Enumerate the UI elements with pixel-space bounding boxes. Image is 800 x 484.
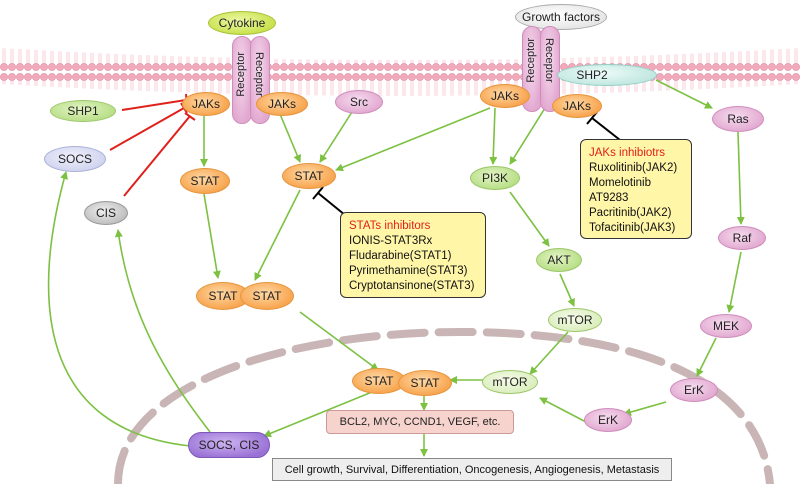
erk-node-upper: ErK bbox=[670, 378, 718, 402]
stat-dimer-b: STAT bbox=[240, 282, 294, 310]
outcomes-box: Cell growth, Survival, Differentiation, … bbox=[272, 458, 672, 481]
growth-factors-ligand: Growth factors bbox=[515, 4, 607, 30]
receptor-label-right: Receptor bbox=[253, 52, 265, 97]
stats-inhibitor-item: Cryptotansinone(STAT3) bbox=[349, 280, 475, 292]
jaks-node-right1: JAKs bbox=[480, 84, 530, 108]
jaks-inhibitor-item: AT9283 bbox=[589, 192, 629, 204]
gf-receptor-label-right: Receptor bbox=[543, 38, 555, 83]
gf-receptor-label-left: Receptor bbox=[525, 38, 537, 83]
jaks-inhibitors-box: JAKs inhibiotrs Ruxolitinib(JAK2) Momelo… bbox=[580, 139, 692, 239]
activation-arrows bbox=[47, 79, 745, 457]
jaks-inhibitor-item: Pacritinib(JAK2) bbox=[589, 207, 672, 219]
shp2-node: SHP2 bbox=[557, 64, 657, 86]
stats-inhibitors-box: STATs inhibitors IONIS-STAT3Rx Fludarabi… bbox=[340, 212, 486, 298]
nuclear-stat-b: STAT bbox=[398, 370, 452, 396]
drug-inhibition bbox=[312, 111, 621, 216]
cytokine-ligand: Cytokine bbox=[208, 11, 276, 35]
mek-node: MEK bbox=[700, 314, 752, 338]
erk-node-lower: ErK bbox=[584, 408, 632, 432]
shp2-label: SHP2 bbox=[576, 68, 608, 82]
jaks-node-left1: JAKs bbox=[182, 92, 230, 116]
jaks-inhibitor-item: Ruxolitinib(JAK2) bbox=[589, 162, 678, 174]
stat-node-mid: STAT bbox=[282, 163, 336, 189]
stats-inhibitor-item: IONIS-STAT3Rx bbox=[349, 235, 433, 247]
jaks-node-left2: JAKs bbox=[256, 92, 308, 116]
mtor-node-nuclear: mTOR bbox=[482, 370, 538, 394]
raf-node: Raf bbox=[718, 226, 766, 250]
pi3k-node: PI3K bbox=[470, 166, 520, 190]
akt-node: AKT bbox=[536, 248, 582, 272]
receptor-label-left: Receptor bbox=[235, 52, 247, 97]
jaks-inhibitors-title: JAKs inhibiotrs bbox=[589, 147, 666, 159]
stat-dimer-a: STAT bbox=[196, 282, 250, 310]
target-genes-box: BCL2, MYC, CCND1, VEGF, etc. bbox=[326, 410, 514, 434]
jaks-inhibitor-item: Momelotinib bbox=[589, 177, 651, 189]
ras-node: Ras bbox=[712, 106, 764, 132]
mtor-node-upper: mTOR bbox=[548, 308, 602, 332]
nuclear-envelope bbox=[114, 327, 774, 484]
src-node: Src bbox=[335, 90, 383, 114]
stats-inhibitor-item: Fludarabine(STAT1) bbox=[349, 250, 452, 262]
socs-node: SOCS bbox=[44, 146, 106, 172]
cell-membrane bbox=[0, 48, 800, 96]
jaks-inhibitor-item: Tofacitinib(JAK3) bbox=[589, 222, 676, 234]
stat-node-left: STAT bbox=[180, 168, 230, 194]
gf-receptor-right bbox=[540, 26, 560, 112]
stats-inhibitors-title: STATs inhibitors bbox=[349, 220, 431, 232]
shp1-node: SHP1 bbox=[50, 100, 116, 122]
stats-inhibitor-item: Pyrimethamine(STAT3) bbox=[349, 265, 468, 277]
jaks-node-right2: JAKs bbox=[552, 94, 602, 118]
socs-cis-node: SOCS, CIS bbox=[188, 432, 270, 458]
cis-node: CIS bbox=[84, 201, 128, 225]
